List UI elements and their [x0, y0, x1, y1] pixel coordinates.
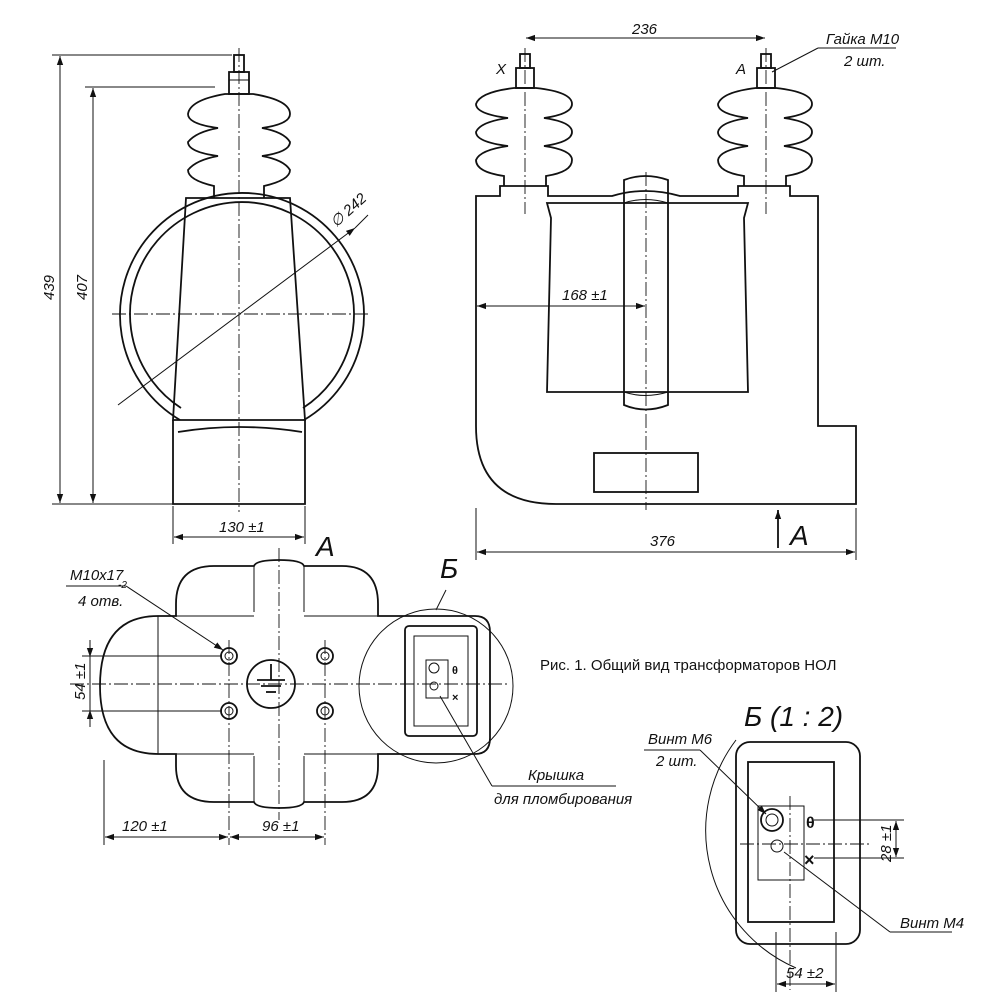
label-terminal-x: X: [495, 61, 507, 78]
dim-offset-x: 120 ±1: [122, 818, 168, 835]
side-view: 236 X A Гайка М10 2 шт. 168 ±1 376 А: [475, 21, 900, 560]
view-a: А М10х17 -2 4 отв.: [66, 531, 632, 845]
dim-diameter: ∅ 242: [327, 190, 370, 231]
svg-text:θ: θ: [806, 815, 815, 832]
front-base: [172, 420, 306, 505]
label-terminal-a: A: [735, 61, 746, 78]
side-insulator-x: [475, 53, 573, 186]
label-cover-2: для пломбирования: [494, 791, 632, 808]
dim-hole-spacing-v: 54 ±1: [72, 663, 89, 700]
label-nut-qty: 2 шт.: [843, 53, 885, 70]
dim-base-width: 130 ±1: [219, 519, 265, 536]
front-ring: [119, 192, 365, 421]
svg-text:×: ×: [452, 692, 458, 704]
detail-b-view: Б (1 : 2) θ × Винт М6 2 шт. Винт М4 28 ±…: [644, 701, 964, 992]
label-screw-m4: Винт М4: [900, 915, 964, 932]
label-nut: Гайка М10: [826, 31, 900, 48]
seal-cover-large: [735, 741, 861, 945]
dim-height-body: 407: [74, 274, 91, 300]
side-insulator-a: [717, 53, 813, 186]
view-a-outline: [99, 559, 491, 809]
detail-b-title: Б (1 : 2): [744, 701, 843, 732]
seal-cover-small: [404, 625, 478, 737]
view-a-title: А: [314, 531, 335, 562]
dim-window-width: 168 ±1: [562, 287, 608, 304]
svg-text:×: ×: [804, 850, 815, 870]
view-a-arrow-label: А: [788, 520, 809, 551]
figure-caption: Рис. 1. Общий вид трансформаторов НОЛ: [540, 657, 836, 674]
dim-height-total: 439: [41, 274, 58, 300]
label-holes: М10х17: [70, 567, 124, 584]
label-cover-1: Крышка: [528, 767, 584, 784]
mounting-holes: [220, 647, 334, 720]
dim-detail-h: 54 ±2: [786, 965, 824, 982]
front-base-top: [177, 426, 303, 433]
side-coil: [623, 175, 669, 411]
label-screw-m6-qty: 2 шт.: [655, 753, 697, 770]
label-holes-qty: 4 отв.: [78, 593, 123, 610]
detail-b-ref: Б: [440, 553, 458, 584]
svg-text:θ: θ: [452, 665, 458, 677]
dim-hole-spacing-h: 96 ±1: [262, 818, 299, 835]
label-screw-m6: Винт М6: [648, 731, 713, 748]
dim-detail-v: 28 ±1: [878, 825, 895, 863]
dim-overall-length: 376: [650, 533, 676, 550]
dim-terminal-spacing: 236: [631, 21, 658, 38]
side-window: [545, 202, 750, 393]
label-holes-tol: -2: [118, 580, 127, 591]
side-body-outline: [475, 185, 857, 505]
front-view: ∅ 242 439 407 130 ±1: [41, 48, 371, 544]
front-ring-inner: [129, 201, 355, 409]
